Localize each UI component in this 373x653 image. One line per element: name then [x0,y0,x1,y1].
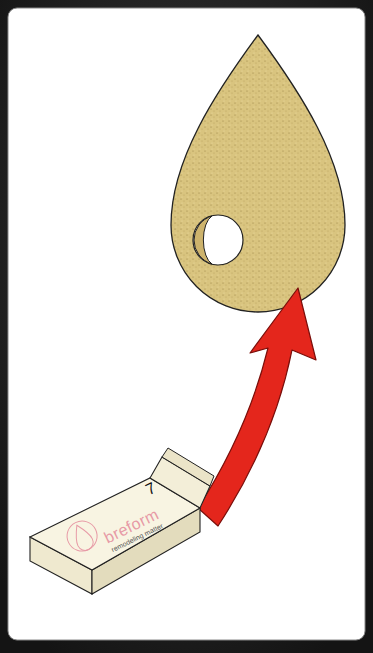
box-lid-tab [162,448,214,486]
arrow [198,288,316,526]
hole-wall [194,216,212,264]
panel [8,8,365,640]
teardrop-form [171,35,345,312]
logo-circle [62,516,102,556]
logo [62,516,102,556]
box-number: 7 [143,480,158,499]
logo-drop [70,522,96,553]
hole [193,215,243,265]
